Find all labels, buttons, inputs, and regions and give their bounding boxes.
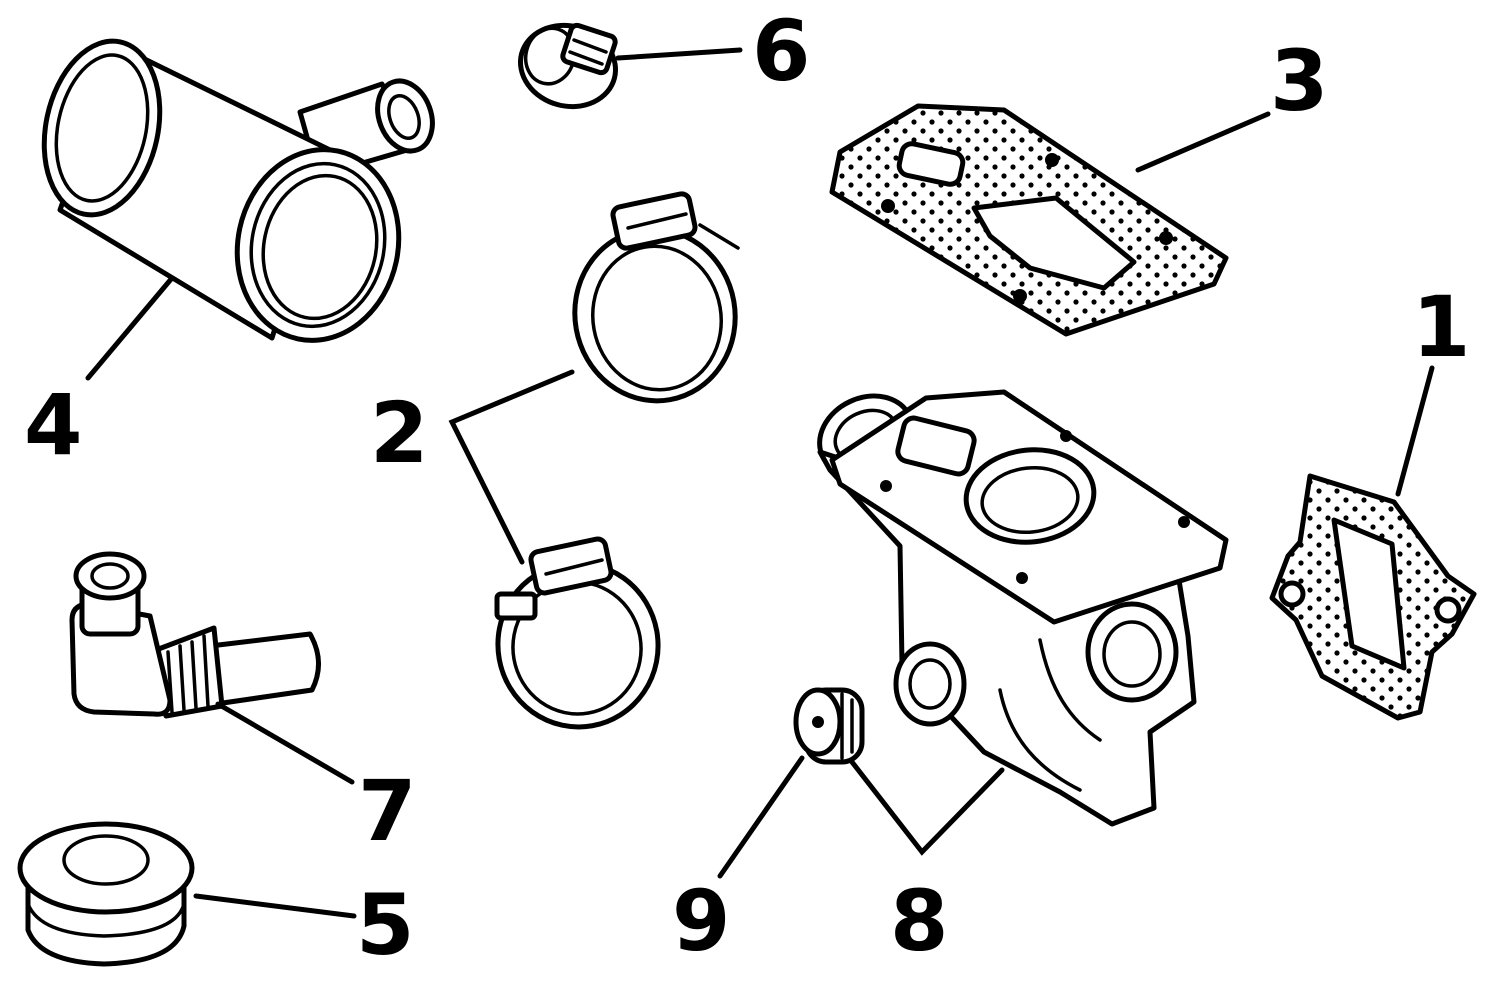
part-2-hose-clamp-lower (494, 536, 661, 730)
callout-1: 1 (1412, 278, 1470, 376)
part-8-main-housing (817, 389, 1229, 827)
part-2-hose-clamp-upper (572, 191, 740, 404)
callout-8: 8 (890, 872, 948, 970)
callout-4: 4 (24, 376, 82, 474)
part-5-cap (17, 821, 195, 967)
part-7-elbow-fitting (69, 551, 321, 719)
leader-lines (85, 47, 1435, 919)
callout-6: 6 (752, 2, 810, 100)
part-4-filter-housing (41, 38, 435, 343)
part-6-small-clamp (517, 22, 619, 110)
callout-9: 9 (672, 872, 730, 970)
part-9-plug (793, 687, 865, 765)
callout-2: 2 (370, 384, 428, 482)
callout-7: 7 (358, 762, 416, 860)
callout-numbers: 1 2 3 4 5 6 7 8 9 (24, 2, 1470, 974)
callout-3: 3 (1270, 32, 1328, 130)
callout-5: 5 (356, 876, 414, 974)
part-1-small-gasket (1269, 473, 1477, 721)
part-3-gasket-plate (829, 103, 1229, 337)
